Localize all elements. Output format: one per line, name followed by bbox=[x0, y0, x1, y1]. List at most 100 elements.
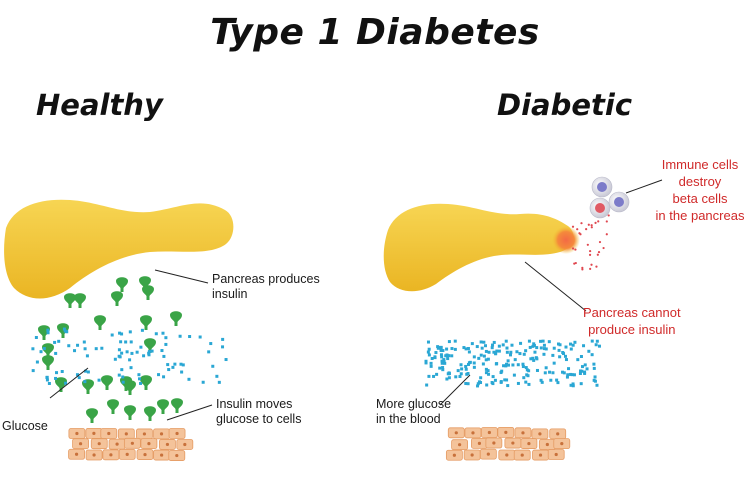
insulin-molecule bbox=[55, 377, 67, 392]
glucose-dot bbox=[479, 353, 483, 357]
glucose-dot bbox=[128, 358, 132, 362]
glucose-dot bbox=[597, 344, 601, 348]
glucose-dot bbox=[440, 355, 444, 359]
glucose-dot bbox=[593, 379, 597, 383]
cell-nucleus bbox=[511, 441, 515, 445]
glucose-dot bbox=[63, 329, 67, 333]
glucose-dot bbox=[552, 346, 556, 350]
glucose-dot bbox=[137, 373, 141, 377]
glucose-dot bbox=[62, 327, 66, 331]
glucose-dot bbox=[476, 382, 480, 386]
glucose-dot bbox=[460, 367, 464, 371]
particle bbox=[590, 226, 593, 229]
glucose-dot bbox=[472, 365, 476, 369]
cell-nucleus bbox=[142, 432, 147, 436]
glucose-dot bbox=[121, 380, 125, 384]
glucose-dot bbox=[82, 340, 86, 344]
glucose-dot bbox=[576, 358, 580, 362]
glucose-dot bbox=[561, 370, 565, 374]
insulin-stem bbox=[120, 288, 124, 292]
glucose-dot bbox=[427, 374, 431, 378]
cell-nucleus bbox=[143, 452, 147, 457]
glucose-dot bbox=[188, 335, 192, 339]
glucose-dot bbox=[124, 340, 128, 344]
glucose-dot bbox=[173, 362, 177, 366]
glucose-dot bbox=[573, 340, 577, 344]
glucose-dot bbox=[171, 365, 175, 369]
insulin-molecule bbox=[144, 406, 156, 421]
label-pancreas-produces: Pancreas produces insulin bbox=[212, 272, 320, 301]
particle bbox=[581, 268, 584, 271]
insulin-shape bbox=[170, 311, 182, 323]
glucose-dot bbox=[120, 368, 124, 372]
glucose-dot bbox=[442, 358, 446, 362]
glucose-dot bbox=[491, 375, 495, 379]
glucose-dot bbox=[456, 369, 460, 373]
insulin-stem bbox=[161, 410, 165, 414]
insulin-shape bbox=[116, 277, 128, 289]
particle bbox=[581, 266, 584, 269]
glucose-dot bbox=[563, 354, 567, 358]
glucose-dot bbox=[543, 371, 547, 375]
glucose-dot bbox=[157, 373, 161, 377]
cell-nucleus bbox=[538, 432, 542, 436]
particle bbox=[587, 223, 590, 226]
insulin-shape bbox=[74, 293, 86, 305]
glucose-dot bbox=[201, 380, 205, 384]
glucose-dot bbox=[86, 370, 90, 374]
glucose-dot bbox=[519, 341, 523, 345]
glucose-dot bbox=[551, 371, 555, 375]
insulin-stem bbox=[115, 302, 119, 306]
glucose-dot bbox=[482, 340, 486, 344]
particle bbox=[605, 233, 608, 236]
glucose-dot bbox=[482, 354, 486, 358]
glucose-dot bbox=[505, 362, 509, 366]
glucose-dot bbox=[578, 371, 582, 375]
glucose-dot bbox=[484, 358, 488, 362]
glucose-dot bbox=[544, 366, 548, 370]
glucose-dot bbox=[531, 344, 535, 348]
glucose-dot bbox=[565, 375, 569, 379]
cell-nucleus bbox=[175, 453, 179, 458]
glucose-dot bbox=[429, 364, 433, 368]
glucose-dot bbox=[525, 373, 529, 377]
glucose-dot bbox=[524, 349, 528, 353]
glucose-dot bbox=[42, 347, 46, 351]
glucose-dot bbox=[142, 354, 146, 358]
leader-more-glucose bbox=[439, 374, 471, 406]
glucose-dot bbox=[121, 375, 125, 379]
cell-nucleus bbox=[504, 430, 508, 434]
insulin-stem bbox=[143, 287, 147, 291]
glucose-dot bbox=[120, 351, 124, 355]
glucose-dot bbox=[505, 378, 509, 382]
glucose-dot bbox=[506, 363, 510, 367]
insulin-shape bbox=[64, 293, 76, 305]
healthy-heading: Healthy bbox=[36, 88, 163, 122]
leader-immune bbox=[625, 179, 663, 194]
glucose-dot bbox=[207, 350, 211, 354]
particle bbox=[576, 228, 579, 231]
glucose-dot bbox=[583, 363, 587, 367]
glucose-dot bbox=[518, 352, 522, 356]
glucose-dot bbox=[31, 347, 35, 351]
glucose-dot bbox=[439, 348, 443, 352]
cell-nucleus bbox=[78, 442, 83, 446]
diabetic-heading: Diabetic bbox=[497, 88, 633, 122]
glucose-dot bbox=[569, 372, 573, 376]
cell-nucleus bbox=[97, 442, 101, 446]
insulin-stem bbox=[42, 336, 46, 340]
glucose-dot bbox=[564, 358, 568, 362]
glucose-dot bbox=[592, 362, 596, 366]
insulin-shape bbox=[101, 375, 113, 387]
cell-nucleus bbox=[492, 441, 496, 445]
insulin-molecule bbox=[157, 399, 169, 414]
insulin-shape bbox=[140, 375, 152, 387]
insulin-shape bbox=[124, 405, 136, 417]
glucose-dot bbox=[558, 355, 562, 359]
glucose-dot bbox=[427, 347, 431, 351]
glucose-dot bbox=[162, 375, 166, 379]
glucose-dot bbox=[424, 359, 428, 363]
cell-nucleus bbox=[458, 443, 462, 447]
leader-pancreas-produces bbox=[154, 269, 209, 284]
glucose-dot bbox=[113, 357, 117, 361]
